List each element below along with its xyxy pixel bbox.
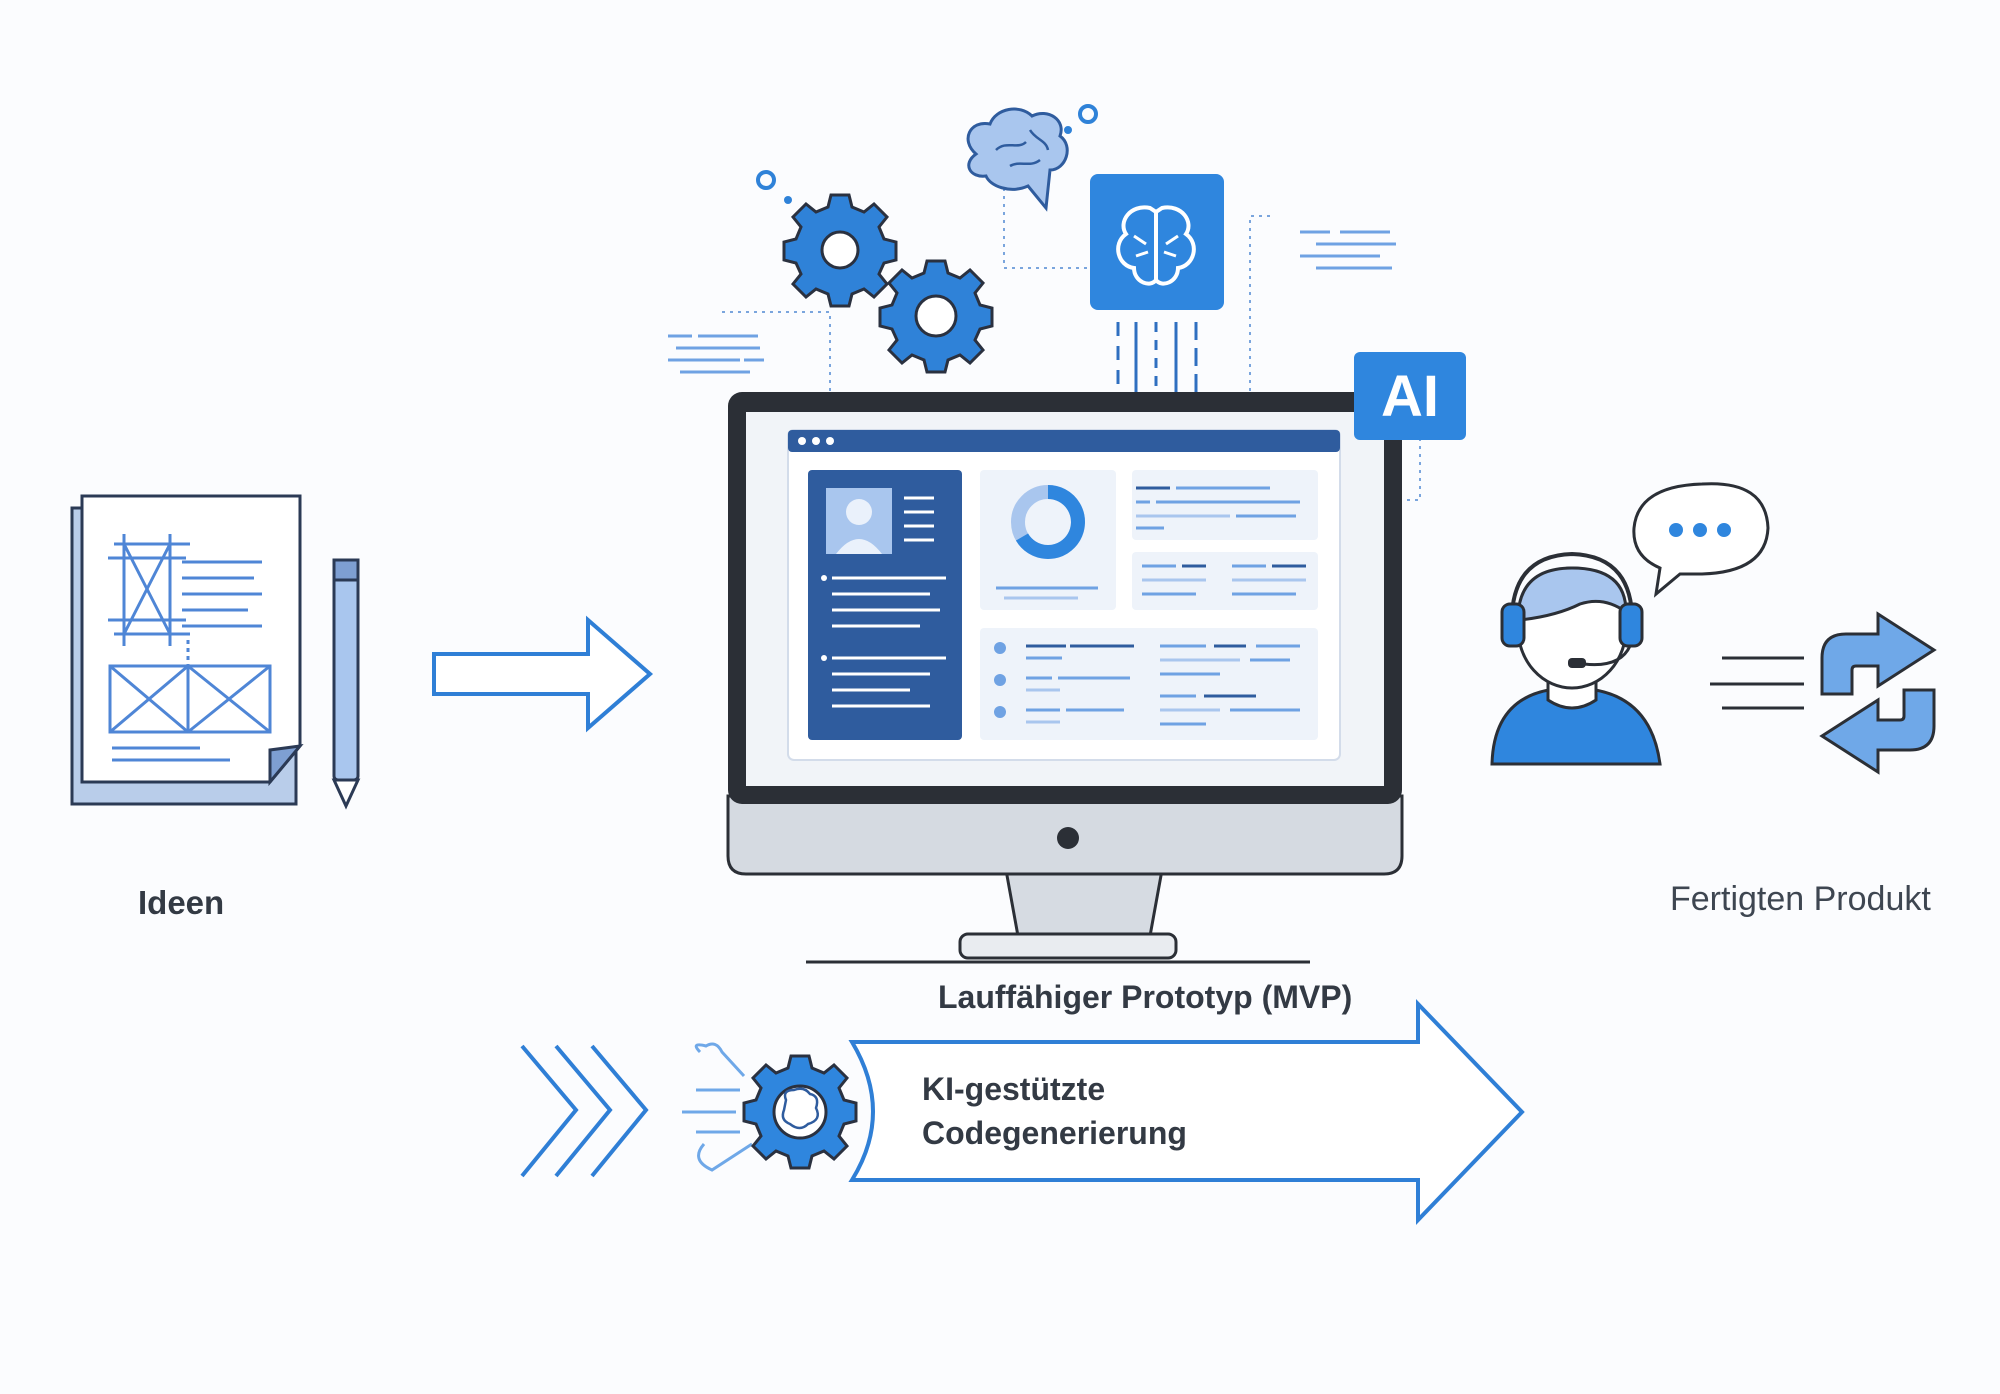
codegen-label: KI-gestützte Codegenerierung xyxy=(922,1067,1187,1155)
ai-badge xyxy=(1354,352,1466,440)
pencil-icon xyxy=(331,558,361,810)
product-label: Fertigten Produkt xyxy=(1670,880,1931,918)
codegen-line-2: Codegenerierung xyxy=(922,1115,1187,1151)
gear-icon xyxy=(878,259,994,374)
floating-text-lines xyxy=(668,230,1396,374)
chat-bubble-icon xyxy=(1632,482,1770,598)
sparkle-dots xyxy=(784,126,1072,204)
gear-icon xyxy=(756,104,1098,190)
ai-chip-icon xyxy=(1090,174,1224,310)
support-agent-icon xyxy=(1490,551,1662,766)
ideas-label: Ideen xyxy=(138,884,225,921)
process-arrow xyxy=(848,999,1525,1225)
gear-icon xyxy=(782,193,898,308)
brain-icon xyxy=(966,107,1069,212)
ai-gear-icon xyxy=(682,1042,858,1172)
document-sketch-icon xyxy=(70,494,304,806)
codegen-line-1: KI-gestützte xyxy=(922,1071,1106,1107)
arrow-right-icon xyxy=(432,615,654,733)
prototype-label: Lauffähiger Prototyp (MVP) xyxy=(938,979,1353,1015)
motion-lines xyxy=(1710,656,1804,710)
screen-ui-mockup xyxy=(787,429,1341,761)
refresh-cycle-icon xyxy=(1819,611,1937,775)
chevrons-icon xyxy=(520,1044,649,1178)
ai-badge-label: AI xyxy=(1381,363,1439,429)
